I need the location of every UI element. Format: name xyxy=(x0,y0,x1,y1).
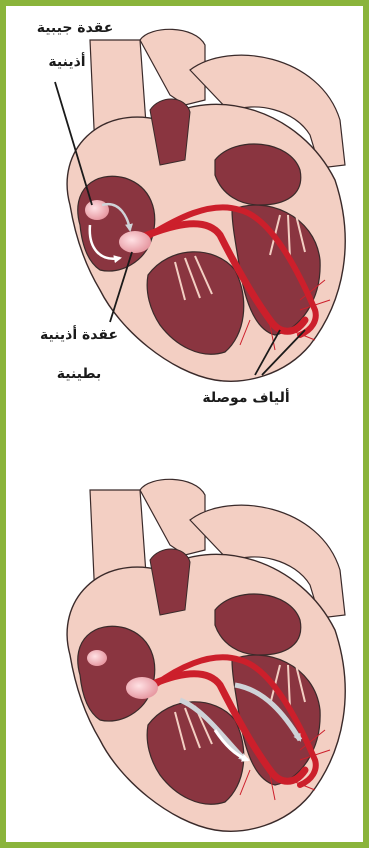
sa-node-label-line1: عقدة جيبية xyxy=(20,16,130,40)
heart-bottom xyxy=(67,479,345,831)
sa-node-label-line2: أذينية xyxy=(32,50,102,74)
fibers-label: ألياف موصلة xyxy=(186,386,306,410)
av-node xyxy=(119,231,151,253)
sa-node xyxy=(85,200,109,220)
sa-node xyxy=(87,650,107,666)
av-node xyxy=(126,677,158,699)
av-node-label-line1: عقدة أذينية xyxy=(24,323,134,347)
av-node-label-line2: بطينية xyxy=(44,362,114,386)
